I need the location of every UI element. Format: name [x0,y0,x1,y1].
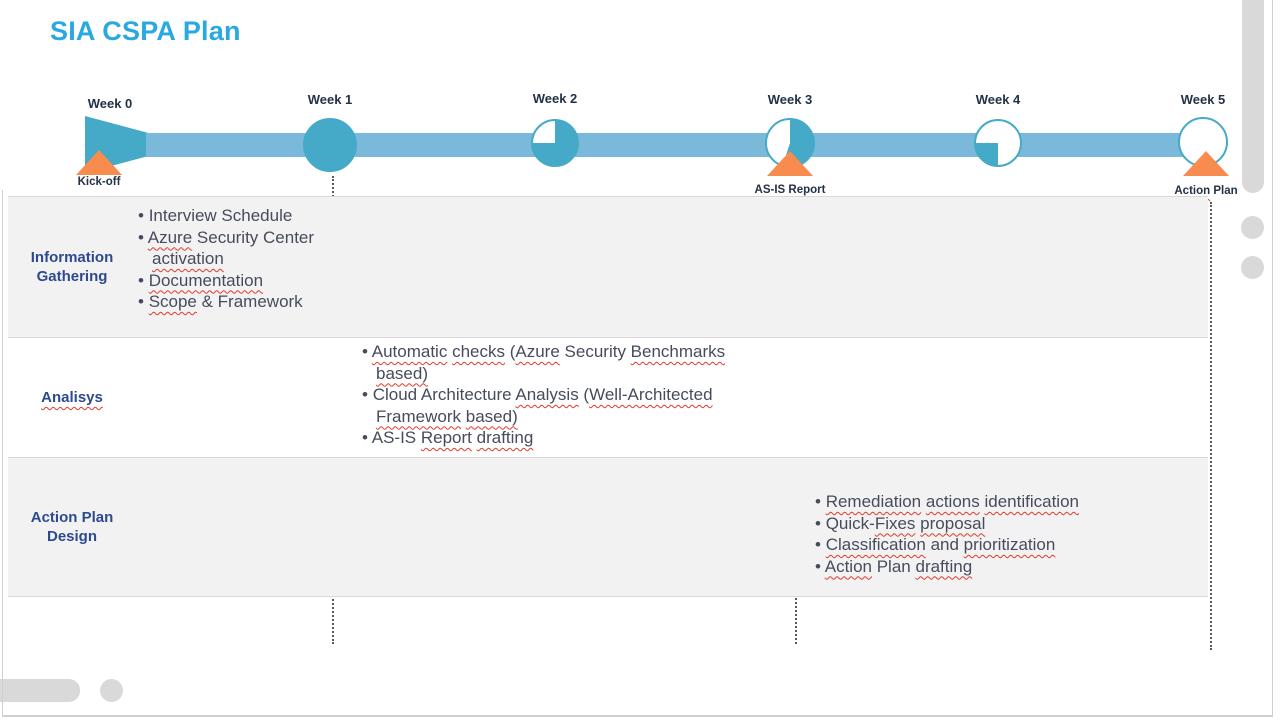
slide-bottom-border [2,715,1273,717]
scrollbar-pill[interactable] [1242,0,1264,193]
bullet-marker: • [362,342,372,361]
gray-pill-shape [0,679,80,702]
bullet-item: • Cloud Architecture Analysis (Well-Arch… [362,385,713,426]
gray-dot-shape [1241,256,1264,279]
bullet-item: • Documentation [138,270,264,290]
bullet-item: • AS-IS Report drafting [362,428,534,447]
bullet-marker: • [138,206,149,225]
week-label: Week 1 [307,92,353,107]
progress-pie-75 [531,119,579,167]
slide-right-border [1272,0,1273,716]
dotted-guide-line [1210,202,1212,650]
milestone-triangle-icon [76,150,122,175]
progress-pie-25 [974,119,1022,167]
bullet-marker: • [138,227,148,247]
bullet-marker: • [815,513,826,533]
slide-title: SIA CSPA Plan [50,16,241,46]
phase-label: Analisys [41,389,103,406]
progress-pie-100 [303,118,357,172]
bullet-marker: • [138,292,149,311]
milestone-label: AS-IS Report [754,184,826,196]
week-label: Week 0 [87,96,133,111]
week-label: Week 2 [532,91,578,106]
bullet-item: • Action Plan drafting [815,556,973,576]
bullet-marker: • [815,556,825,576]
milestone-label: Kick-off [77,176,121,188]
bullet-item: • Quick-Fixes proposal [815,513,986,533]
phase-bullets: • Automatic checks (Azure Security Bench… [362,341,750,449]
week-label: Week 5 [1180,92,1226,107]
bullet-marker: • [362,428,372,447]
milestone-triangle-icon [1183,151,1229,176]
gray-dot-shape [100,679,123,702]
gray-dot-shape [1241,216,1264,239]
bullet-marker: • [815,492,826,511]
bullet-item: • Remediation actions identification [815,492,1079,511]
slide-left-border [2,190,3,716]
bullet-marker: • [815,535,826,554]
milestone-label: Action Plan [1174,185,1238,197]
phase-row-analisys: Analisys • Automatic checks (Azure Secur… [8,337,1208,457]
phase-bullets: • Remediation actions identification • Qu… [815,491,1215,577]
bullet-item: • Classification and prioritization [815,535,1056,554]
bullet-item: • Interview Schedule [138,206,293,225]
milestone-triangle-icon [767,151,813,176]
week-label: Week 4 [975,92,1021,107]
bullet-item: • Azure Security Center activation [138,227,315,269]
bullet-item: • Scope & Framework [138,292,303,311]
bullet-item: • Automatic checks (Azure Security Bench… [362,342,726,383]
week-label: Week 3 [767,92,813,107]
bullet-marker: • [138,270,149,290]
phase-bullets: • Interview Schedule • Azure Security Cen… [138,205,336,313]
bullet-marker: • [362,385,373,404]
